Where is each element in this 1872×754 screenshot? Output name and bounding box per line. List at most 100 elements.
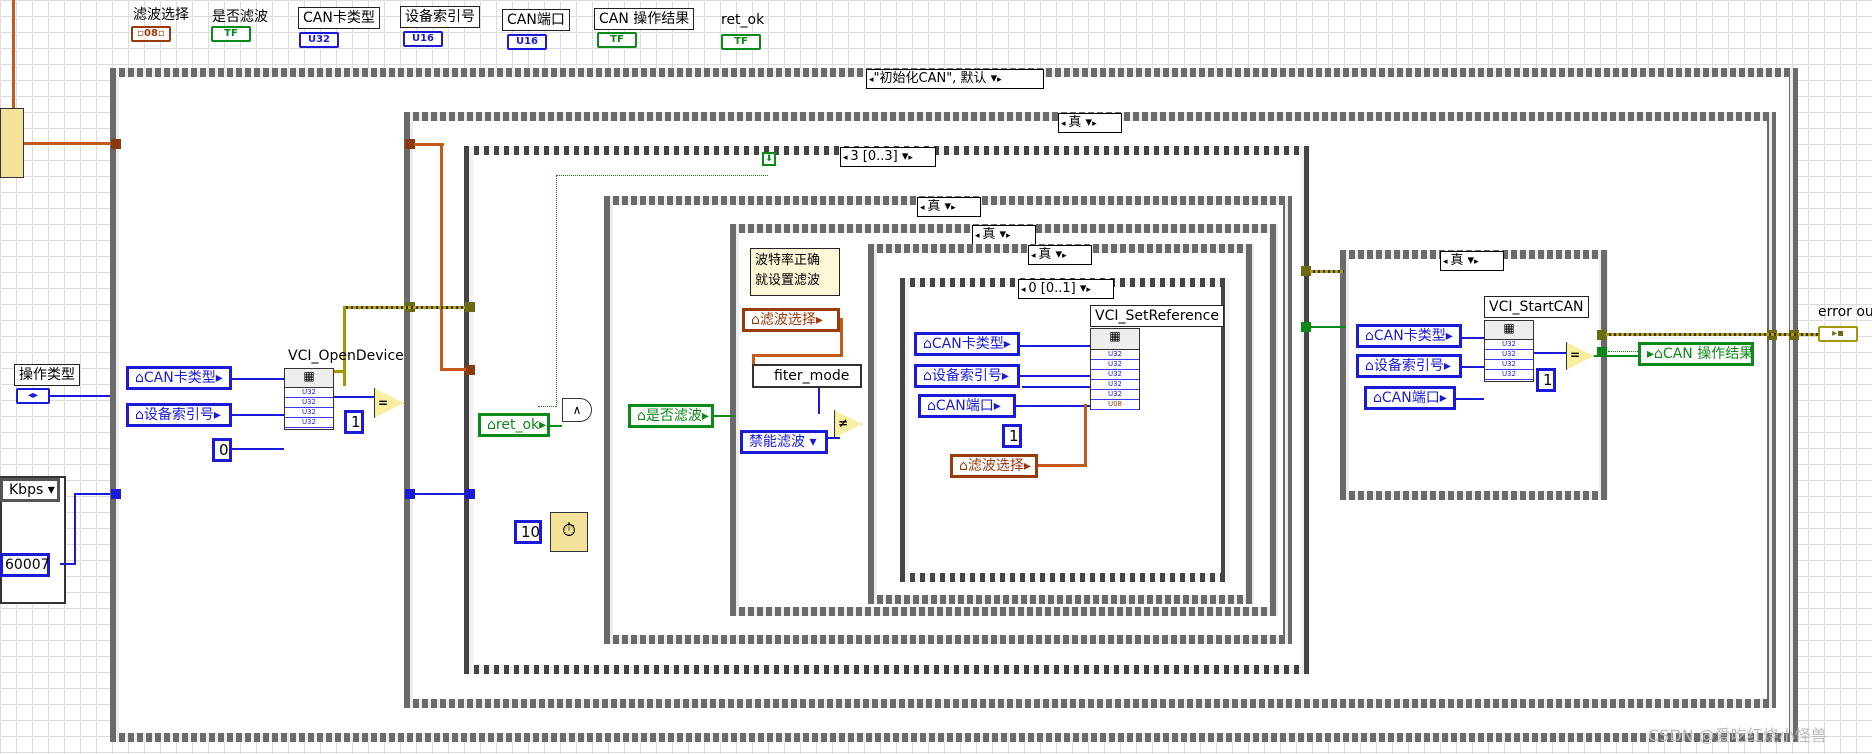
error-out-label: error ou (1818, 304, 1872, 320)
wire-open-4 (334, 396, 374, 398)
case-true-5-selector[interactable]: ◂ 真 ▾▸ (1440, 251, 1504, 271)
wire-setref-3 (1016, 405, 1090, 407)
wire-open-2 (232, 414, 284, 416)
wire-setref-4 (1022, 386, 1090, 388)
kbps-ring[interactable]: Kbps ▾ (0, 478, 60, 502)
setref-can-type[interactable]: ⌂CAN卡类型▸ (914, 332, 1020, 356)
open-device-index[interactable]: ⌂设备索引号▸ (126, 403, 232, 427)
wait-ms-const[interactable]: 10 (514, 520, 542, 544)
wire-is-filter (714, 415, 734, 417)
tunnel-orange-2 (405, 139, 415, 149)
startcan-can-port[interactable]: ⌂CAN端口▸ (1364, 386, 1456, 410)
watermark: CSDN @爱吃红烧小怪兽 (1648, 726, 1827, 745)
is-filter-local[interactable]: ⌂是否滤波▸ (628, 404, 714, 428)
startcan-device-index[interactable]: ⌂设备索引号▸ (1356, 354, 1462, 378)
sequence-selector[interactable]: ◂ 3 [0..3] ▾▸ (840, 147, 936, 167)
not-equal-icon: ≠ (838, 416, 849, 430)
wire-ret-ok (550, 425, 562, 427)
startcan-can-type[interactable]: ⌂CAN卡类型▸ (1356, 324, 1462, 348)
case-true-4-selector[interactable]: ◂ 真 ▾▸ (1028, 245, 1092, 265)
device-index-label: 设备索引号 (400, 6, 480, 28)
filter-mode-unbundle[interactable]: fiter_mode (752, 364, 862, 388)
tunnel-bool-1 (1301, 322, 1311, 332)
tunnel-orange-3 (465, 365, 475, 375)
error-wire-3 (1606, 333, 1796, 336)
op-type-terminal[interactable]: ◂▸ (16, 388, 50, 404)
setref-can-port[interactable]: ⌂CAN端口▸ (918, 394, 1016, 418)
error-wire-2 (1310, 270, 1344, 273)
enable-filter-ring[interactable]: 禁能滤波 ▾ (740, 430, 828, 454)
sequence-local[interactable]: ⬇ (762, 152, 776, 166)
wire-startcan-1 (1462, 337, 1484, 339)
dotted-wire-result (1608, 351, 1638, 352)
can-port-terminal[interactable]: U16 (507, 34, 547, 50)
wire-filter-mode (818, 388, 820, 414)
wire-enable-filter (828, 437, 840, 439)
op-type-label: 操作类型 (14, 364, 80, 386)
filter-select-local[interactable]: ⌂滤波选择▸ (742, 308, 840, 332)
tunnel-err-2 (465, 302, 475, 312)
is-filter-terminal[interactable]: TF (211, 26, 251, 42)
bundle-node[interactable] (0, 108, 24, 178)
dotted-wire-left (556, 175, 557, 407)
seq-inner-selector[interactable]: ◂ 0 [0..1] ▾▸ (1018, 279, 1114, 299)
wait-ms-icon[interactable]: ⏱ (550, 512, 588, 552)
case-true-1-selector[interactable]: ◂ 真 ▾▸ (1058, 113, 1122, 133)
tunnel-blue-2 (405, 489, 415, 499)
const-60007[interactable]: 60007 (0, 553, 50, 577)
wire-startcan-2 (1462, 366, 1484, 368)
tunnel-blue-3 (465, 489, 475, 499)
can-result-terminal[interactable]: TF (597, 32, 637, 48)
wire-setref-2 (1020, 375, 1090, 377)
tunnel-orange-1 (111, 139, 121, 149)
ret-ok-local[interactable]: ⌂ret_ok▸ (478, 413, 550, 437)
can-result-label: CAN 操作结果 (594, 8, 695, 30)
equal-icon-1: = (378, 396, 389, 410)
wire-setref-5 (1038, 464, 1086, 467)
tunnel-err-6 (1597, 330, 1607, 340)
setref-device-index[interactable]: ⌂设备索引号▸ (914, 364, 1020, 388)
bool-wire-1 (1310, 326, 1346, 328)
comment-box: 波特率正确 就设置滤波 (750, 248, 840, 296)
wire-filter-sel-1 (840, 318, 843, 356)
filter-select-terminal[interactable]: ▫08▫ (131, 26, 171, 42)
ret-ok-label: ret_ok (721, 12, 765, 28)
dotted-wire-join (538, 406, 556, 407)
orange-wire-left (12, 0, 15, 110)
error-wire-1v (343, 306, 346, 386)
wire-startcan-3 (1456, 398, 1484, 400)
wire-startcan-4 (1534, 352, 1566, 354)
open-const-zero[interactable]: 0 (212, 438, 232, 462)
can-type-label: CAN卡类型 (298, 7, 380, 29)
wire-open-3 (232, 448, 284, 450)
wire-startcan-5 (1594, 355, 1638, 357)
and-gate[interactable]: ∧ (562, 398, 592, 422)
setref-const-one[interactable]: 1 (1002, 424, 1022, 448)
device-index-terminal[interactable]: U16 (403, 31, 443, 47)
can-result-local[interactable]: ▸⌂CAN 操作结果 (1638, 342, 1754, 366)
setref-filter-select[interactable]: ⌂滤波选择▸ (950, 454, 1038, 478)
is-filter-label: 是否滤波 (212, 9, 268, 25)
ret-ok-terminal[interactable]: TF (721, 34, 761, 50)
startcan-const-one[interactable]: 1 (1536, 368, 1556, 392)
case-true-2-selector[interactable]: ◂ 真 ▾▸ (917, 197, 981, 217)
case-outer-selector[interactable]: ◂"初始化CAN", 默认 ▾▸ (866, 69, 1044, 89)
wire-open-1 (232, 378, 284, 380)
error-out-terminal[interactable]: ▸▪ (1818, 326, 1858, 342)
op-type-wire (50, 395, 110, 397)
orange-wire-2 (414, 143, 444, 146)
can-type-terminal[interactable]: U32 (299, 32, 339, 48)
wire-setref-6 (1084, 404, 1087, 467)
open-can-type[interactable]: ⌂CAN卡类型▸ (126, 366, 232, 390)
case-true-3-selector[interactable]: ◂ 真 ▾▸ (972, 225, 1036, 245)
tunnel-err-3 (1301, 266, 1311, 276)
tunnel-bool-2 (1597, 347, 1607, 357)
open-const-one[interactable]: 1 (344, 410, 364, 434)
filter-select-label: 滤波选择 (133, 7, 189, 23)
seq-inner-frame[interactable] (900, 278, 1230, 582)
wire-open-err (334, 370, 344, 373)
dotted-wire-top (556, 175, 768, 176)
